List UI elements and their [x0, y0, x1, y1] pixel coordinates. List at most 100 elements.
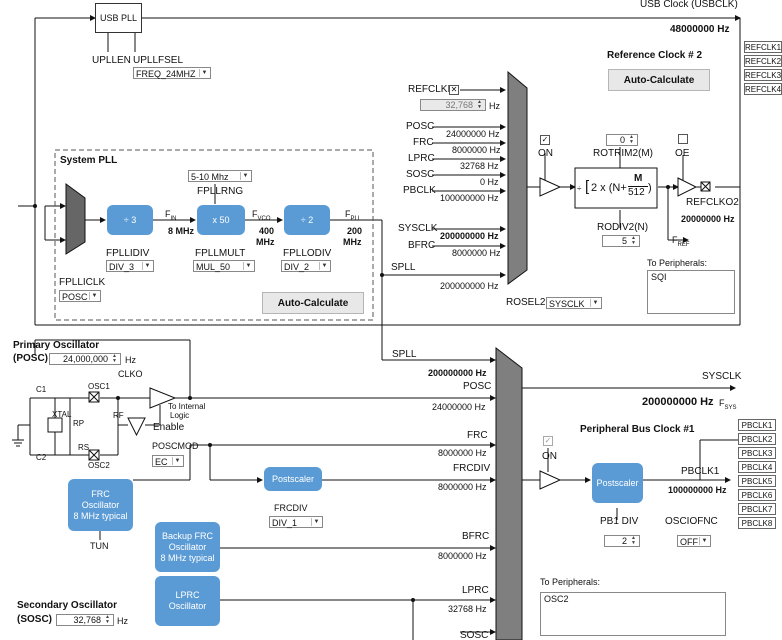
enable-label: Enable — [153, 422, 185, 433]
pbclk-periph-label: To Peripherals: — [540, 577, 601, 587]
refclko-label: REFCLKO2 — [686, 197, 739, 208]
pbclk-periph-list[interactable]: OSC2 — [540, 592, 726, 636]
refclki-input[interactable]: 32,768▲▼ — [420, 99, 486, 111]
fpllidiv-block: ÷ 3 — [107, 205, 153, 235]
tab-refclk4[interactable]: REFCLK4 — [744, 83, 782, 95]
spinner-icon: ▲▼ — [629, 134, 634, 145]
fpllodiv-select[interactable]: DIV_2▼ — [281, 260, 331, 272]
tab-pbclk2[interactable]: PBCLK2 — [738, 433, 776, 445]
ref-input-frc-value: 8000000 Hz — [452, 145, 501, 155]
osciofnc-select[interactable]: OFF▼ — [677, 535, 711, 547]
rosel-select[interactable]: SYSCLK▼ — [546, 297, 602, 309]
fin-label: FIN — [165, 209, 177, 222]
sosc-title: Secondary Oscillator — [17, 600, 118, 611]
pbclk1-value: 100000000 Hz — [668, 485, 727, 495]
rs-label: RS — [78, 443, 90, 452]
fpllicklk-select[interactable]: POSC▼ — [59, 290, 101, 302]
chevron-down-icon: ▼ — [590, 299, 600, 307]
tab-refclk2[interactable]: REFCLK2 — [744, 55, 782, 67]
refclko-buffer — [677, 177, 698, 197]
tab-pbclk6[interactable]: PBCLK6 — [738, 489, 776, 501]
spinner-icon: ▲▼ — [105, 614, 110, 625]
frcdiv-postscaler-block: Postscaler — [264, 467, 322, 491]
posc-frequency-input[interactable]: 24,000,000▲▼ — [49, 353, 121, 365]
clko-label: CLKO — [118, 369, 143, 379]
tab-pbclk8[interactable]: PBCLK8 — [738, 517, 776, 529]
fpllrng-select[interactable]: 5-10 Mhz▼ — [188, 170, 252, 182]
fpll-value: 200 — [347, 226, 363, 236]
upllen-label: UPLLEN — [92, 55, 131, 66]
frcdiv-select[interactable]: DIV_1▼ — [269, 516, 323, 528]
ref-input-pbclk-value: 100000000 Hz — [440, 193, 499, 203]
fpllidiv-select[interactable]: DIV_3▼ — [106, 260, 154, 272]
formula-den: 512 — [628, 187, 645, 198]
fpllidiv-label: FPLLIDIV — [106, 248, 150, 259]
fpllodiv-block: ÷ 2 — [284, 205, 330, 235]
usb-clock-value: 48000000 Hz — [670, 24, 730, 35]
tab-pbclk7[interactable]: PBCLK7 — [738, 503, 776, 515]
formula-bracket-left: [ — [585, 178, 590, 195]
fpllmult-select[interactable]: MUL_50▼ — [193, 260, 255, 272]
c2-label: C2 — [36, 453, 47, 462]
chevron-down-icon: ▼ — [89, 292, 99, 300]
syspll-title: System PLL — [60, 155, 118, 166]
refclk-mux — [507, 70, 528, 285]
sys-input-lprc: LPRC — [462, 585, 489, 596]
rotrim-input[interactable]: 0▲▼ — [606, 134, 638, 146]
sysclk-label: SYSCLK — [702, 371, 742, 382]
tab-refclk3[interactable]: REFCLK3 — [744, 69, 782, 81]
fpll-label: FPLL — [345, 209, 362, 222]
sys-input-frc-value: 8000000 Hz — [438, 448, 487, 458]
poscmod-select[interactable]: EC▼ — [152, 455, 184, 467]
fpllicklk-mux — [65, 183, 86, 255]
tab-pbclk5[interactable]: PBCLK5 — [738, 475, 776, 487]
formula-divide-icon: ÷ — [577, 184, 582, 193]
refclk-on-label: ON — [538, 148, 553, 159]
pb1div-input[interactable]: 2▲▼ — [604, 535, 640, 547]
upllfsel-select[interactable]: FREQ_24MHZ▼ — [133, 67, 211, 79]
tab-refclk1[interactable]: REFCLK1 — [744, 41, 782, 53]
refclk-oe-checkbox[interactable] — [678, 134, 688, 144]
fpllmult-block: x 50 — [197, 205, 245, 235]
rodiv-input[interactable]: 5▲▼ — [602, 235, 640, 247]
tab-pbclk3[interactable]: PBCLK3 — [738, 447, 776, 459]
refclk-autocalc-button[interactable]: Auto-Calculate — [608, 69, 710, 91]
posc-buffer — [149, 387, 177, 409]
pb1div-label: PB1 DIV — [600, 516, 639, 527]
refclki-checkbox[interactable]: ✕ — [449, 85, 459, 95]
fpllicklk-label: FPLLICLK — [59, 277, 106, 288]
chevron-down-icon: ▼ — [172, 457, 182, 465]
chevron-down-icon: ▼ — [243, 262, 253, 270]
chevron-down-icon: ▼ — [142, 262, 152, 270]
refclk-on-checkbox[interactable]: ✓ — [540, 135, 550, 145]
fvco-value: 400 — [259, 226, 275, 236]
pbclk-on-checkbox[interactable]: ✓ — [543, 436, 553, 446]
fvco-label: FVCO — [252, 209, 271, 222]
chevron-down-icon: ▼ — [240, 172, 250, 180]
sys-input-spll-value: 200000000 Hz — [428, 368, 487, 378]
syspll-autocalc-button[interactable]: Auto-Calculate — [262, 292, 364, 314]
osc2-label: OSC2 — [88, 461, 110, 470]
posc-subtitle: (POSC) — [13, 353, 48, 364]
c1-label: C1 — [36, 385, 47, 394]
ref-input-sosc: SOSC — [406, 169, 435, 180]
fpllodiv-label: FPLLODIV — [283, 248, 332, 259]
sosc-frequency-input[interactable]: 32,768▲▼ — [56, 614, 114, 626]
refclk-title: Reference Clock # 2 — [607, 50, 703, 61]
ref-spll-label: SPLL — [391, 262, 416, 273]
ref-input-lprc: LPRC — [408, 153, 435, 164]
tab-pbclk4[interactable]: PBCLK4 — [738, 461, 776, 473]
refclk-periph-list[interactable]: SQI — [647, 270, 735, 314]
sys-input-sosc: SOSC — [460, 630, 489, 640]
sys-input-bfrc-value: 8000000 Hz — [438, 551, 487, 561]
ref-input-posc: POSC — [406, 121, 435, 132]
to-internal-label: To Internal — [168, 402, 206, 411]
fpll-unit: MHz — [343, 237, 362, 247]
ref-input-bfrc: BFRC — [408, 240, 436, 251]
ref-input-frc: FRC — [413, 137, 434, 148]
tab-pbclk1[interactable]: PBCLK1 — [738, 419, 776, 431]
ref-input-lprc-value: 32768 Hz — [460, 161, 499, 171]
formula-m: M — [634, 173, 643, 184]
sys-input-posc: POSC — [463, 381, 492, 392]
